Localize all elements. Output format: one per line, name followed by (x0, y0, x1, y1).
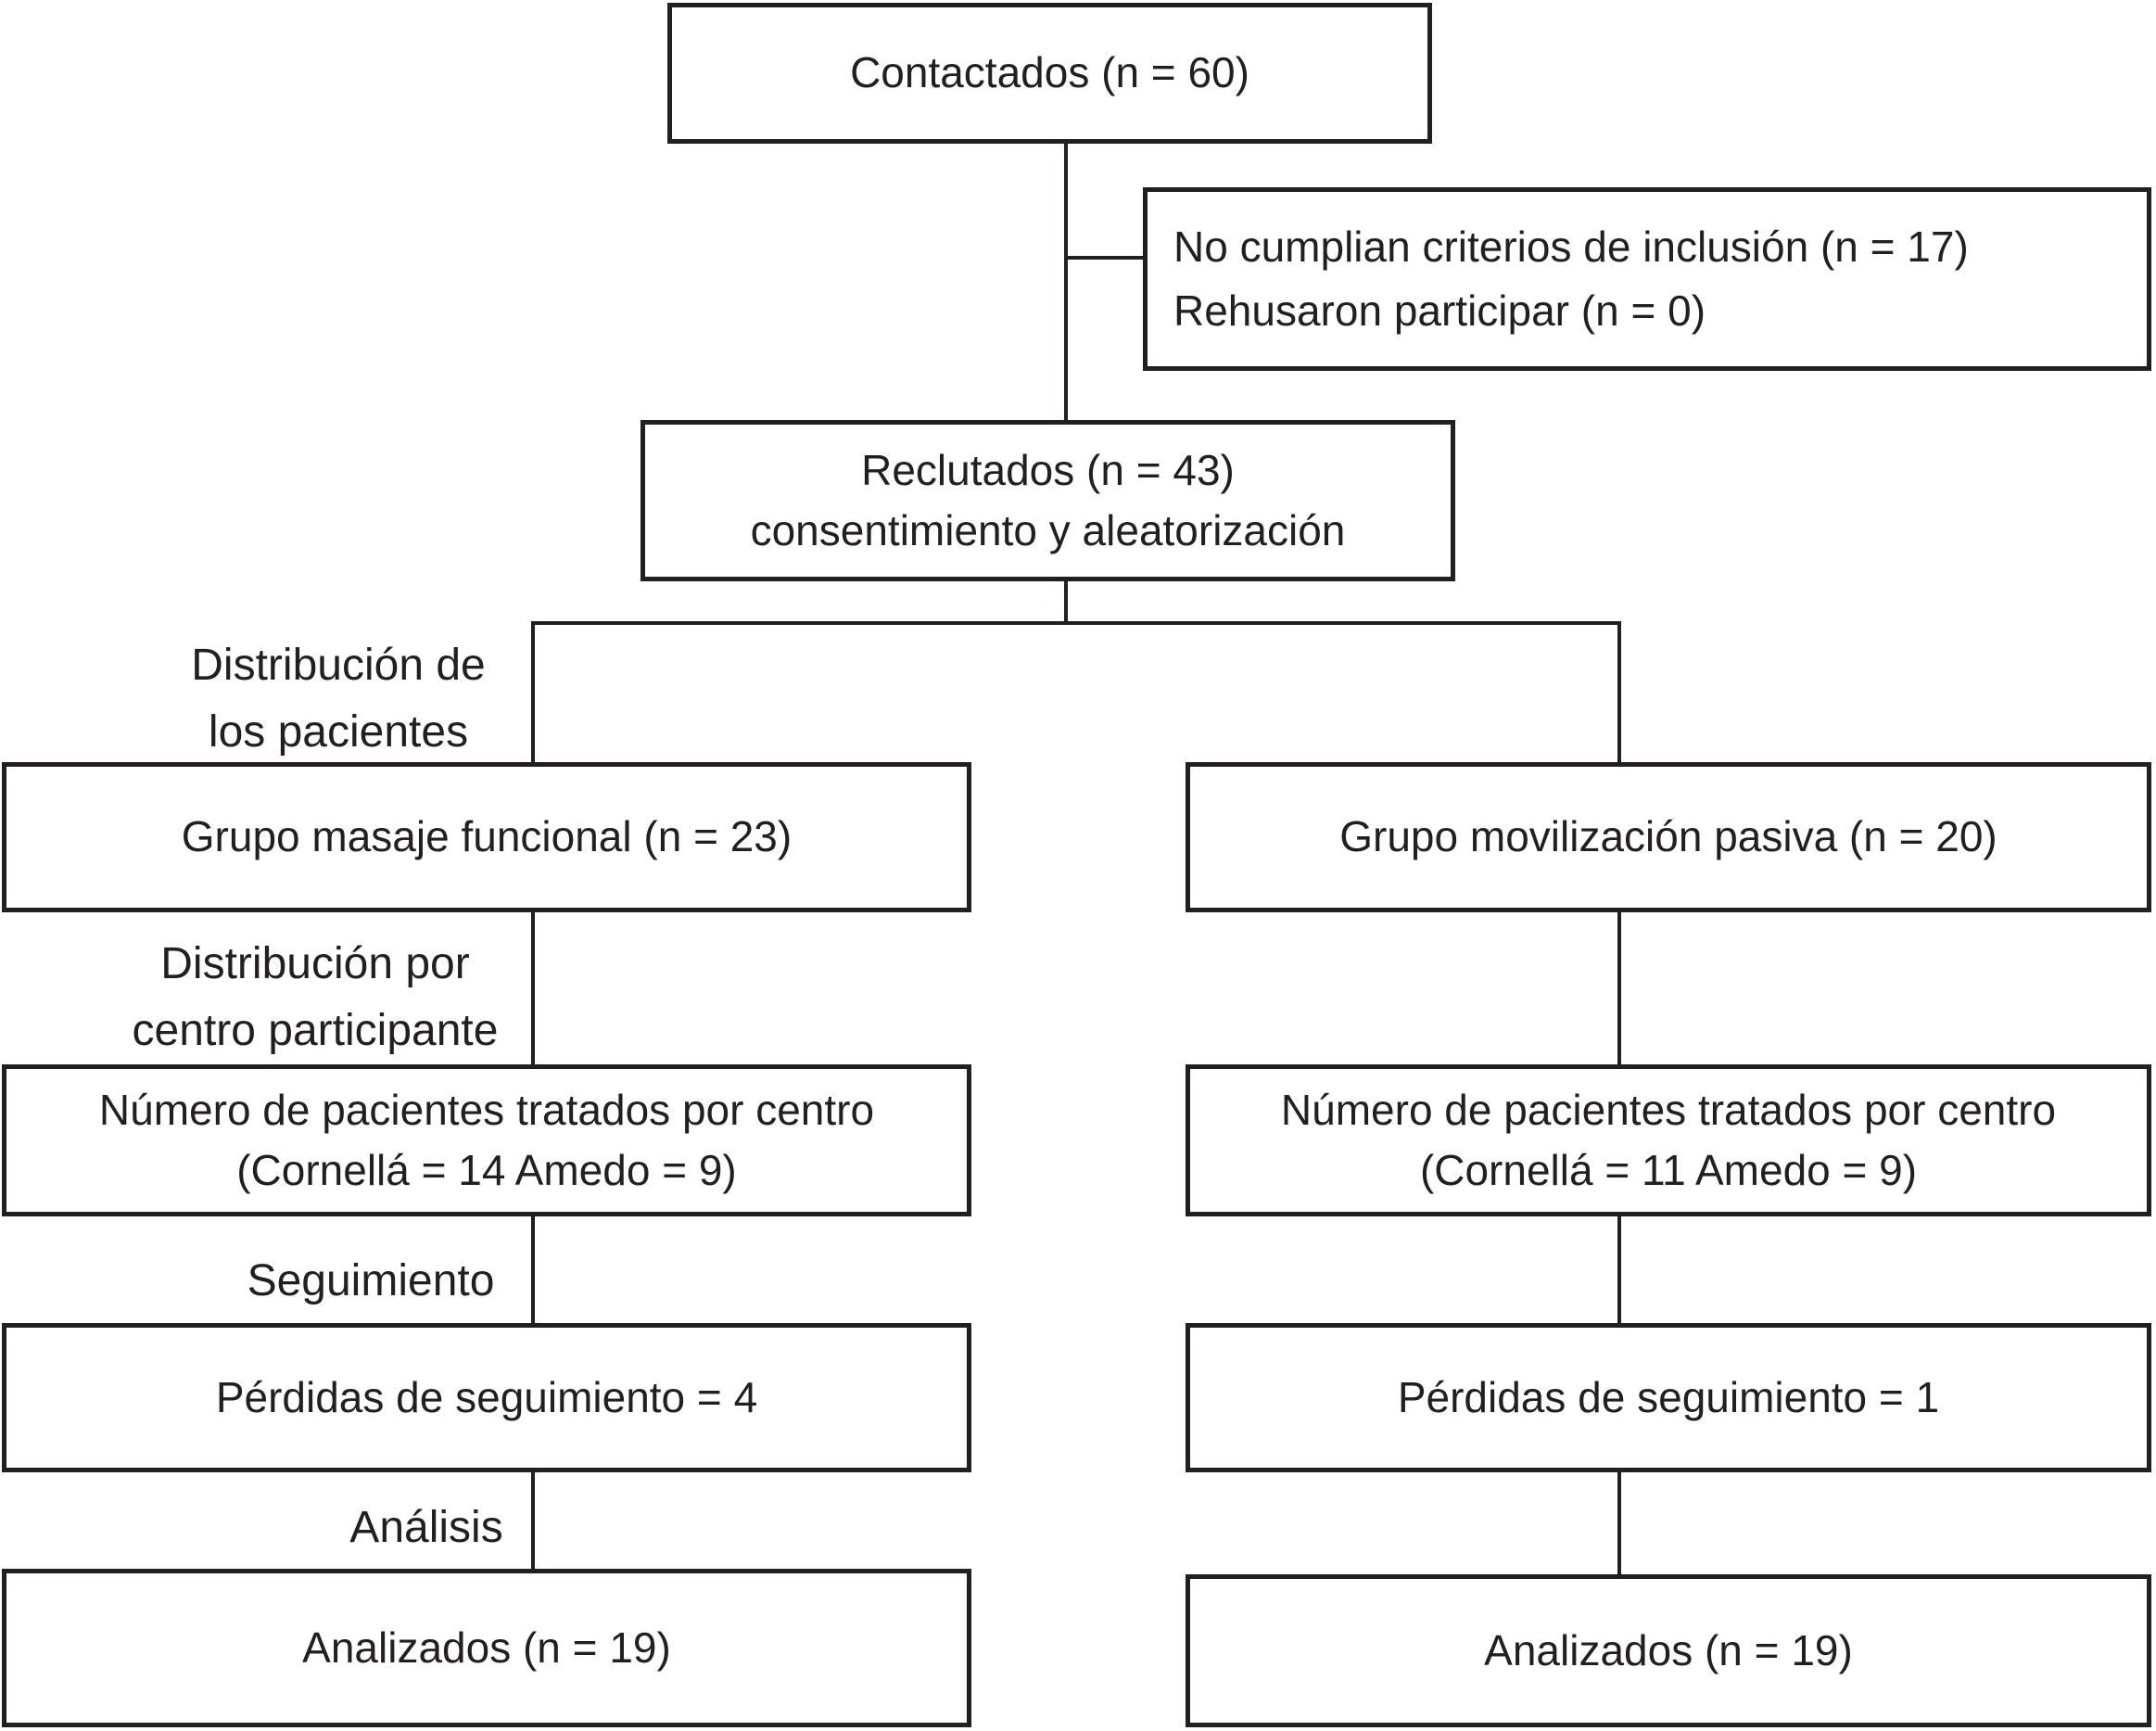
stage-label-line: centro participante (132, 1006, 499, 1055)
stage-label-line: Distribución por (160, 939, 470, 988)
box-text: Número de pacientes tratados por centro (1280, 1085, 2057, 1134)
box-patients-per-center-right: Número de pacientes tratados por centro … (1186, 1064, 2151, 1216)
box-patients-per-center-left: Número de pacientes tratados por centro … (2, 1064, 971, 1216)
box-recruited: Reclutados (n = 43) consentimiento y ale… (640, 420, 1455, 581)
box-text: Pérdidas de seguimiento = 1 (1397, 1372, 1940, 1421)
stage-label-line: Seguimiento (247, 1256, 495, 1305)
box-text: Pérdidas de seguimiento = 4 (215, 1372, 758, 1421)
box-analyzed-right: Analizados (n = 19) (1186, 1574, 2151, 1727)
box-text: Analizados (n = 19) (302, 1623, 671, 1672)
box-text: consentimiento y aleatorización (750, 506, 1346, 554)
stage-label-line: Análisis (349, 1503, 503, 1552)
box-excluded: No cumplian criterios de inclusión (n = … (1143, 187, 2151, 371)
connector-contacted-to-recruited (1064, 144, 1068, 420)
box-text: Analizados (n = 19) (1484, 1625, 1853, 1674)
connector-right-to-analyzed (1617, 1470, 1621, 1576)
stage-label-line: los pacientes (208, 707, 469, 757)
connector-left-to-losses (531, 1215, 535, 1325)
connector-right-to-group (1617, 623, 1621, 764)
box-text: Grupo movilización pasiva (n = 20) (1339, 812, 1997, 861)
box-text: (Cornellá = 11 Amedo = 9) (1419, 1146, 1918, 1194)
box-analyzed-left: Analizados (n = 19) (2, 1569, 971, 1727)
box-text: Número de pacientes tratados por centro (98, 1085, 875, 1134)
stage-label-analysis: Análisis (232, 1495, 621, 1561)
box-followup-losses-right: Pérdidas de seguimiento = 1 (1186, 1323, 2151, 1472)
connector-left-to-group (531, 623, 535, 764)
box-group-passive-mobilization: Grupo movilización pasiva (n = 20) (1186, 762, 2151, 912)
connector-left-to-centers (531, 910, 535, 1066)
box-text: Reclutados (n = 43) (861, 445, 1235, 494)
connector-right-to-losses (1617, 1215, 1621, 1325)
box-text: Rehusaron participar (n = 0) (1173, 286, 1706, 335)
connector-branch-horizontal (531, 621, 1621, 625)
box-followup-losses-left: Pérdidas de seguimiento = 4 (2, 1323, 971, 1472)
box-text: (Cornellá = 14 Amedo = 9) (236, 1146, 737, 1194)
connector-left-to-analyzed (531, 1470, 535, 1571)
box-contacted: Contactados (n = 60) (667, 3, 1432, 144)
box-group-functional-massage: Grupo masaje funcional (n = 23) (2, 762, 971, 912)
stage-label-line: Distribución de (191, 641, 486, 690)
box-text: No cumplian criterios de inclusión (n = … (1173, 223, 1969, 271)
connector-right-to-centers (1617, 910, 1621, 1066)
connector-to-excluded (1066, 256, 1145, 260)
box-text: Contactados (n = 60) (850, 48, 1249, 97)
box-text: Grupo masaje funcional (n = 23) (181, 812, 793, 861)
stage-label-followup: Seguimiento (176, 1248, 565, 1315)
stage-label-distribution-patients: Distribución de los pacientes (144, 632, 533, 766)
connector-recruited-to-branch (1064, 579, 1068, 625)
stage-label-distribution-centers: Distribución por centro participante (111, 931, 519, 1064)
